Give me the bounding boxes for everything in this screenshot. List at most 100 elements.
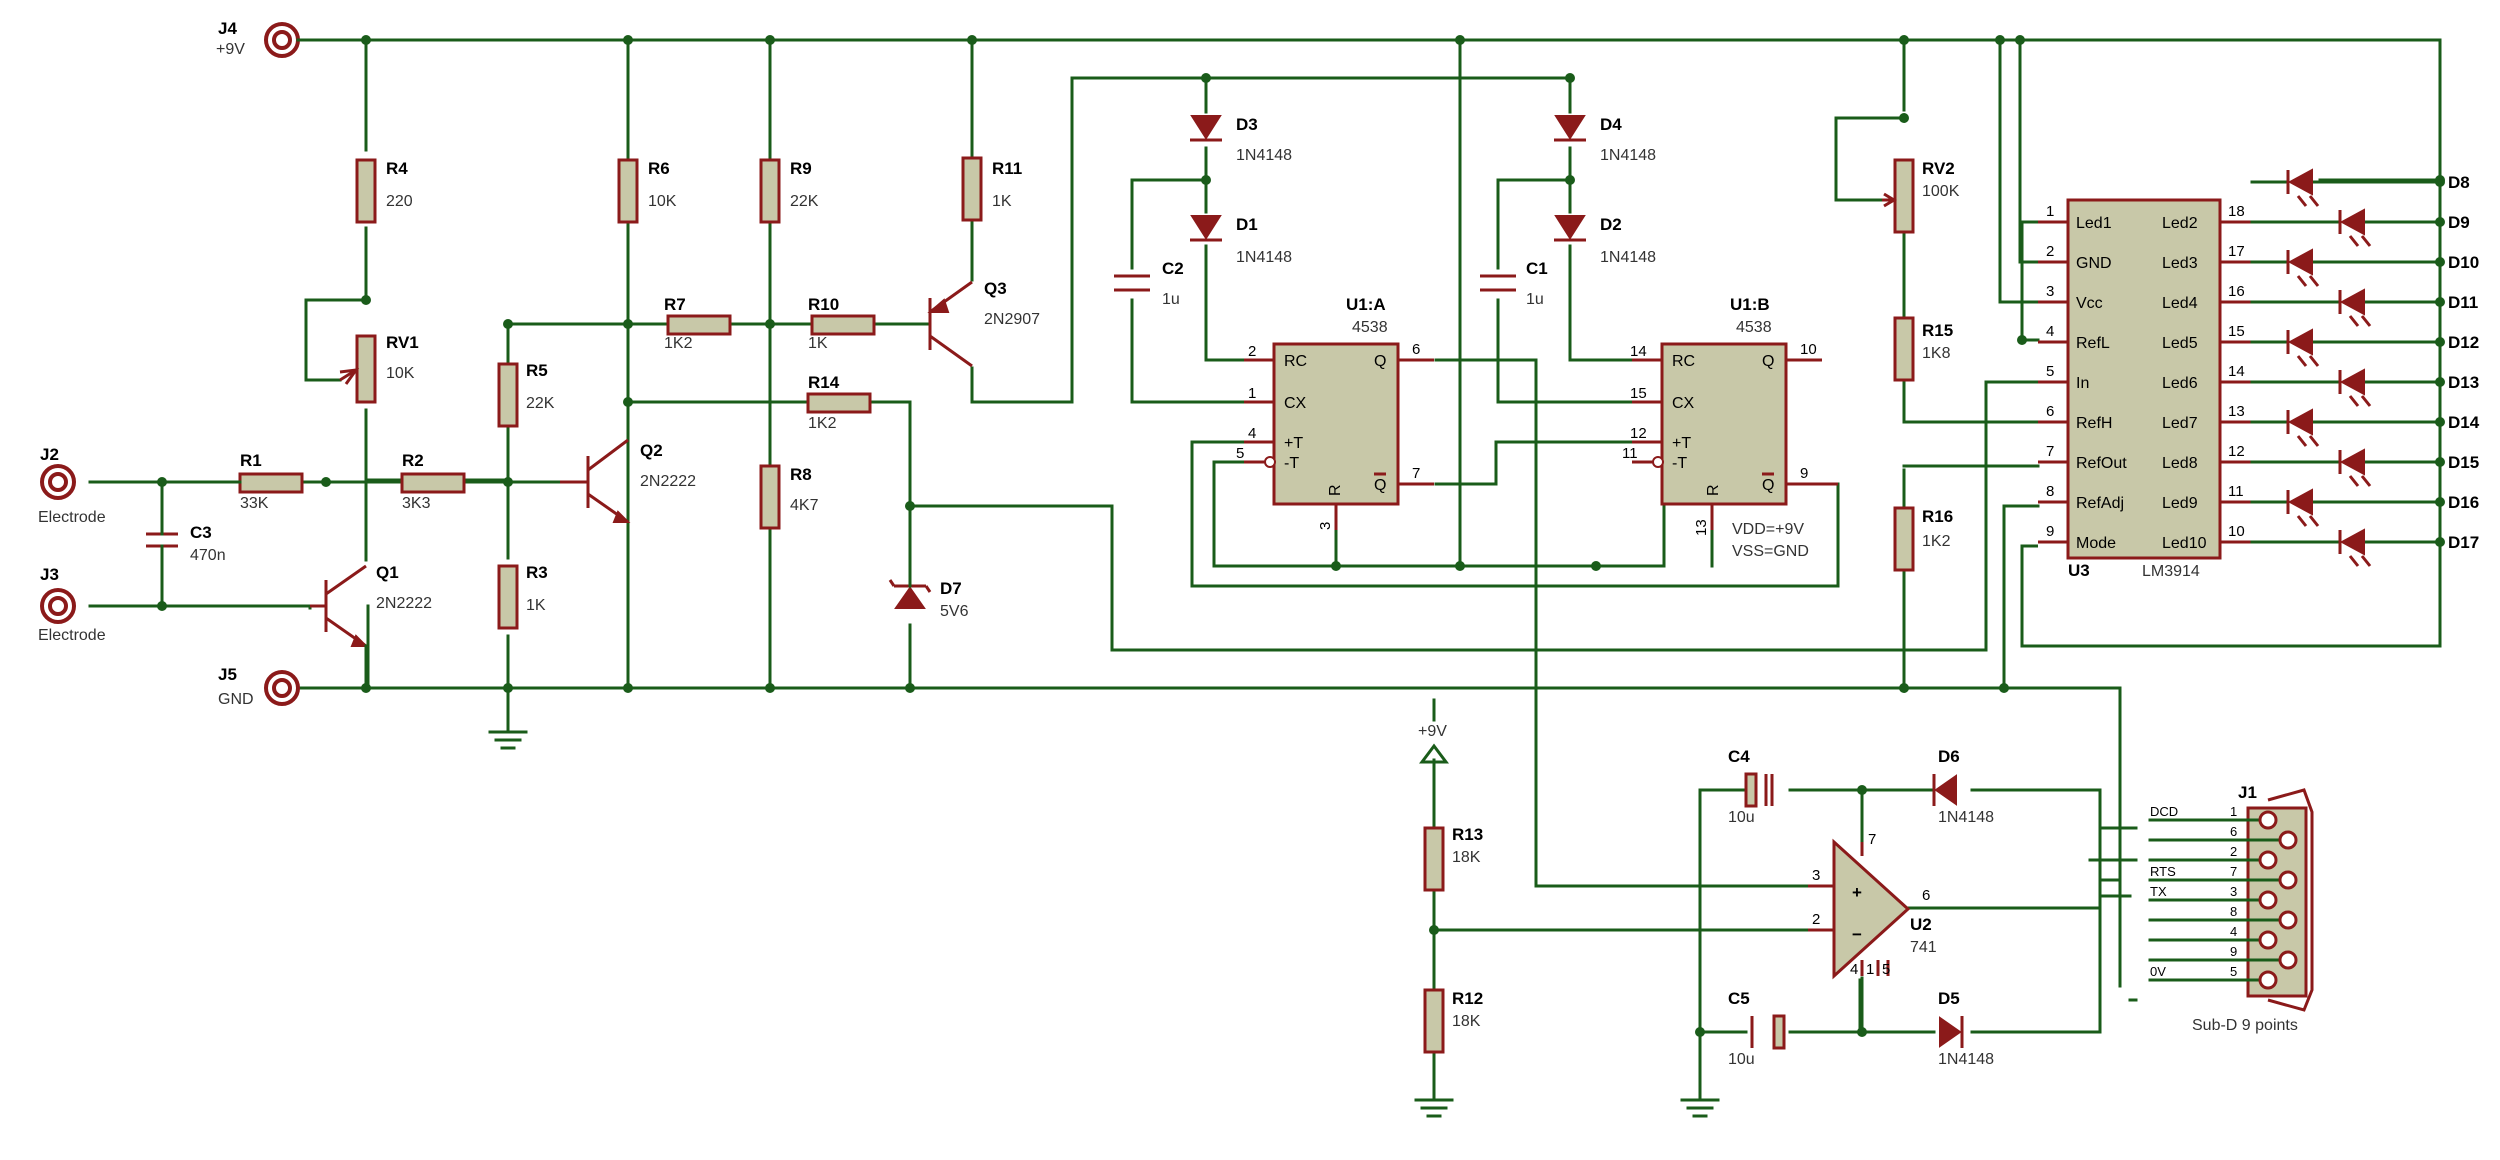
r8-value: 4K7 [790,497,819,514]
u1a-num-1: 1 [1248,385,1256,402]
u3-left-pin-num: 8 [2046,483,2054,500]
r6-value: 10K [648,193,677,210]
rv1-ref: RV1 [386,333,419,352]
svg-text:−: − [1852,925,1862,944]
j1-pin-hole [2278,830,2298,850]
u1a-pin-rc: RC [1284,353,1307,370]
u1b-pin-r: R [1705,484,1722,496]
u3-value: LM3914 [2142,563,2200,580]
transistor-q1: Q1 2N2222 [310,563,432,690]
u1a-pin-q: Q [1374,353,1386,370]
led-ref: D9 [2448,213,2470,232]
d4-value: 1N4148 [1600,147,1656,164]
junction-dot [623,397,633,407]
u2-value: 741 [1910,939,1937,956]
resistor-r7: R7 1K2 [664,295,732,352]
capacitor-c2: C2 1u [1114,259,1184,308]
u2-ref: U2 [1910,915,1932,934]
led-junction [2435,297,2445,307]
u1a-pin-cx: CX [1284,395,1307,412]
c4-ref: C4 [1728,747,1750,766]
u3-left-pin-num: 5 [2046,363,2054,380]
resistor-r12: R12 18K [1423,988,1483,1054]
resistor-r5: R5 22K [497,361,555,428]
u1b-value: 4538 [1736,319,1772,336]
j1-pin-hole [2258,850,2278,870]
d6-value: 1N4148 [1938,809,1994,826]
j1-pin-name: 0V [2150,964,2166,979]
j1-ref: J1 [2238,783,2257,802]
resistor-r14: R14 1K2 [806,373,872,432]
capacitor-c1: C1 1u [1480,259,1548,308]
r16-value: 1K2 [1922,533,1951,550]
r3-value: 1K [526,597,546,614]
r10-value: 1K [808,335,828,352]
zener-d7: D7 5V6 [888,504,969,620]
r2-ref: R2 [402,451,424,470]
junction-dot [765,319,775,329]
capacitor-c3: C3 470n [146,480,226,608]
junction-dot [503,319,513,329]
r13-value: 18K [1452,849,1481,866]
junction-dot [1591,561,1601,571]
transistor-q2: Q2 2N2222 [560,438,696,524]
r5-ref: R5 [526,361,548,380]
u1b-num-11: 11 [1622,445,1638,462]
resistor-r13: R13 18K [1423,825,1483,892]
led-emission-arrows [2348,235,2372,247]
d7-ref: D7 [940,579,962,598]
j5-label: GND [218,691,254,708]
u3-left-pin-name: In [2076,375,2089,392]
junction-dot [1899,683,1909,693]
led-symbol [2287,248,2313,276]
r1-ref: R1 [240,451,262,470]
ground-symbols [488,730,1720,1118]
c5-value: 10u [1728,1051,1755,1068]
j1-pin-hole [2258,890,2278,910]
r15-ref: R15 [1922,321,1953,340]
resistor-r4: R4 220 [355,158,413,224]
d1-value: 1N4148 [1236,249,1292,266]
d6-ref: D6 [1938,747,1960,766]
junction-dot [623,683,633,693]
junction-dot [1429,925,1439,935]
led-ref: D8 [2448,173,2470,192]
r4-value: 220 [386,193,413,210]
j5-ref: J5 [218,665,237,684]
j1-pin-hole [2258,970,2278,990]
u3-left-pin-num: 6 [2046,403,2054,420]
svg-text:+: + [1852,883,1862,902]
led-junction [2435,337,2445,347]
led-symbol [2339,528,2365,556]
d2-ref: D2 [1600,215,1622,234]
junction-dot [1565,73,1575,83]
potentiometer-rv1: RV1 10K [339,333,419,404]
led-emission-arrows [2296,435,2320,447]
junction-dot [905,683,915,693]
u3-left-pin-num: 4 [2046,323,2054,340]
junction-dot [1331,561,1341,571]
led-ref: D15 [2448,453,2479,472]
junction-dot [1995,35,2005,45]
j2-label: Electrode [38,509,106,526]
u1a-num-5: 5 [1236,445,1244,462]
u3-right-pin-num: 18 [2228,203,2245,220]
j1-pin-num: 8 [2230,904,2237,919]
u2-num-1: 1 [1866,961,1874,978]
r4-ref: R4 [386,159,408,178]
j1-pin-name: DCD [2150,804,2178,819]
u2-num-5: 5 [1882,961,1890,978]
led-junction [2435,377,2445,387]
r13-ref: R13 [1452,825,1483,844]
c4-value: 10u [1728,809,1755,826]
u1a-value: 4538 [1352,319,1388,336]
u1b-pin-qn: Q [1762,477,1774,494]
led-junction [2435,537,2445,547]
j1-pin-hole [2278,910,2298,930]
u1b-pin-cx: CX [1672,395,1695,412]
diode-d2: D2 1N4148 [1554,215,1656,266]
r14-ref: R14 [808,373,840,392]
led-ref: D14 [2448,413,2480,432]
connector-j3: J3 Electrode [38,565,106,644]
